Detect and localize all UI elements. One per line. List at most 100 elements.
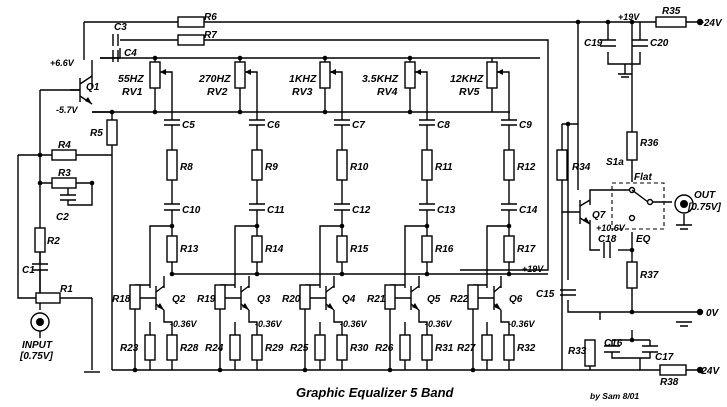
transistor-q6	[491, 285, 502, 311]
ground-symbols	[84, 73, 692, 373]
band-5-q: Q6	[509, 294, 523, 305]
label-c2: C2	[56, 212, 69, 223]
label-q7: Q7	[592, 210, 606, 221]
output-label: OUT	[694, 190, 716, 201]
band-4-freq: 3.5KHZ	[362, 73, 399, 85]
band-2-rbot: R24	[205, 343, 224, 354]
transistor-q1	[70, 75, 93, 105]
band-3-q: Q4	[342, 294, 356, 305]
band-1-freq: 55HZ	[118, 73, 144, 85]
band-4-rs: R11	[435, 162, 453, 173]
output-level: [0.75V]	[687, 202, 721, 213]
schematic-title: Graphic Equalizer 5 Band	[296, 385, 455, 400]
volt-19v-top: +19V	[618, 12, 640, 22]
label-c1: C1	[22, 265, 35, 276]
label-r2: R2	[47, 236, 60, 247]
band-2-rb: R19	[197, 294, 216, 305]
band-2-q: Q3	[257, 294, 271, 305]
band-2-cpot: C6	[267, 120, 280, 131]
label-c17: C17	[655, 352, 674, 363]
band-2-rs: R9	[265, 162, 278, 173]
resistor-r1	[35, 292, 61, 304]
label-c3: C3	[114, 22, 127, 33]
band-2-components	[214, 61, 263, 361]
label-r38: R38	[660, 377, 679, 388]
resistor-r4	[51, 149, 77, 161]
band-1-volt: -0.36V	[170, 319, 198, 329]
rail-pos-label: +24V	[698, 18, 723, 29]
band-1-re: R13	[180, 244, 199, 255]
resistor-r7	[177, 34, 205, 46]
resistor-r33	[584, 339, 596, 367]
band-3-re: R15	[350, 244, 369, 255]
band-5-freq: 12KHZ	[450, 73, 484, 85]
band-4-components	[384, 61, 433, 361]
resistor-r34	[556, 149, 568, 181]
label-r37: R37	[640, 270, 659, 281]
label-r35: R35	[662, 6, 681, 17]
band-4-rb: R21	[367, 294, 386, 305]
label-r1: R1	[60, 284, 73, 295]
label-c4: C4	[124, 48, 137, 59]
band-4-q: Q5	[427, 294, 441, 305]
resistor-r36	[626, 131, 638, 161]
band-4-volt: -0.36V	[425, 319, 453, 329]
rail-gnd-label: 0V	[706, 308, 720, 319]
band-5-rb: R22	[450, 294, 469, 305]
band-3-rbot: R25	[290, 343, 309, 354]
band-3-rs: R10	[350, 162, 369, 173]
band-1-components	[129, 61, 178, 361]
q1-vc-label: +6.6V	[50, 58, 75, 68]
band-2-re: R14	[265, 244, 284, 255]
label-r36: R36	[640, 138, 659, 149]
band-3-freq: 1KHZ	[289, 73, 317, 85]
resistor-r5	[106, 119, 118, 146]
band-1-rebot: R28	[180, 343, 199, 354]
label-c19: C19	[584, 38, 603, 49]
transistors	[70, 75, 591, 311]
transistor-q2	[153, 285, 165, 311]
band-1-rbot: R23	[120, 343, 139, 354]
terminals	[696, 18, 704, 374]
band-4-cs: C13	[437, 205, 456, 216]
transistor-q4	[323, 285, 335, 311]
switch-name: S1a	[606, 157, 624, 168]
band-3-cs: C12	[352, 205, 371, 216]
band-3-pot: RV3	[292, 86, 313, 98]
label-c15: C15	[536, 289, 555, 300]
band-4-cpot: C8	[437, 120, 450, 131]
label-q1: Q1	[86, 82, 100, 93]
q1-ve-label: -5.7V	[56, 105, 79, 115]
band-1-pot: RV1	[122, 86, 143, 98]
resistor-r2	[34, 227, 46, 253]
label-r3: R3	[58, 168, 71, 179]
band-3-volt: -0.36V	[340, 319, 368, 329]
band-3-components	[299, 61, 348, 361]
label-c18: C18	[598, 234, 617, 245]
band-2-cs: C11	[267, 205, 285, 216]
label-r33: R33	[568, 346, 587, 357]
band-4-rbot: R26	[375, 343, 394, 354]
transistor-q7	[575, 199, 591, 225]
resistor-r35	[655, 16, 687, 28]
label-r34: R34	[572, 162, 591, 173]
rail-neg-label: -24V	[698, 366, 720, 377]
band-5-components	[467, 61, 515, 361]
q7-ve-label: +10.6V	[596, 223, 626, 233]
switch-s1a	[611, 182, 665, 230]
capacitors	[32, 34, 658, 353]
label-r6: R6	[204, 12, 217, 23]
band-1-cs: C10	[182, 205, 201, 216]
label-c20: C20	[650, 38, 669, 49]
band-3-rb: R20	[282, 294, 301, 305]
output-jack	[674, 194, 694, 214]
band-5-pot: RV5	[459, 86, 480, 98]
band-5-volt: -0.36V	[508, 319, 536, 329]
volt-19v-band: +19V	[522, 264, 544, 274]
band-1-q: Q2	[172, 294, 186, 305]
label-r5: R5	[90, 128, 103, 139]
band-5-rebot: R32	[517, 343, 536, 354]
band-2-volt: -0.36V	[255, 319, 283, 329]
